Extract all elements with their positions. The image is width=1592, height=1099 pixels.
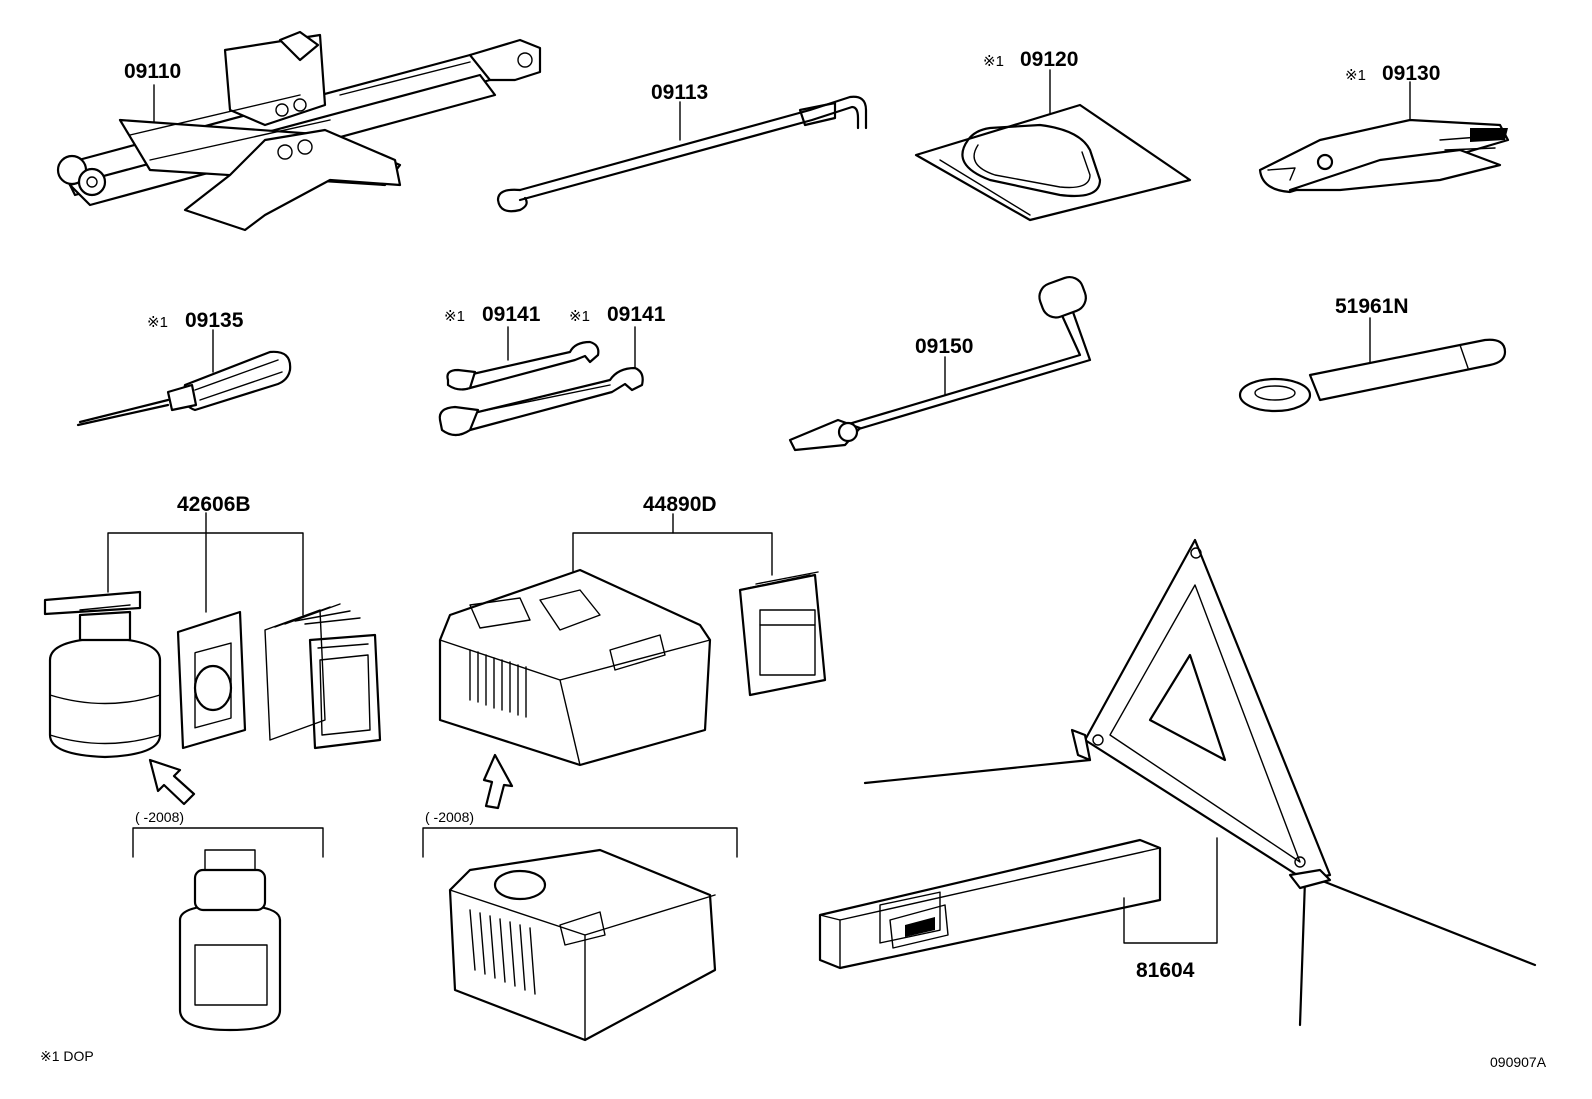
part-number-screwdriver: 09135 — [185, 309, 244, 332]
part-number-jack: 09110 — [124, 60, 181, 83]
part-number-jack-handle: 09113 — [651, 81, 708, 104]
part-number-tool-bag: 09120 — [1020, 48, 1078, 71]
part-number-repair-kit-a: 42606B — [177, 493, 251, 516]
figure-code: 090907A — [1490, 1054, 1547, 1070]
sealant-bottle-variant — [178, 849, 282, 1032]
scissor-jack — [56, 30, 542, 232]
dop-prefix-wrench-b: ※1 — [569, 308, 590, 325]
arrow-icon — [148, 758, 196, 806]
part-number-wrench-a: 09141 — [482, 303, 541, 326]
part-number-lug-wrench: 09150 — [915, 335, 973, 358]
tire-repair-kit-a — [43, 512, 382, 759]
tool-bag — [914, 69, 1192, 222]
footnote-dop: ※1 DOP — [40, 1048, 94, 1064]
dop-prefix-tool-bag: ※1 — [983, 53, 1004, 70]
range-kit-b: ( -2008) — [425, 809, 474, 825]
dop-prefix-screwdriver: ※1 — [147, 314, 168, 331]
compressor-variant — [448, 848, 717, 1042]
part-number-towing-eye: 51961N — [1335, 295, 1409, 318]
bracket-kit-a — [132, 827, 324, 858]
screwdriver — [76, 329, 292, 427]
wrenches — [438, 326, 644, 437]
pliers — [1258, 81, 1510, 194]
bracket-kit-b — [422, 827, 738, 858]
lug-wrench — [788, 276, 1092, 452]
part-number-warning-triangle: 81604 — [1136, 959, 1195, 982]
jack-handle — [496, 95, 868, 213]
warning-triangle — [818, 538, 1537, 1027]
part-number-wrench-b: 09141 — [607, 303, 666, 326]
dop-prefix-wrench-a: ※1 — [444, 308, 465, 325]
arrow-icon — [482, 753, 514, 810]
tire-repair-kit-b — [438, 513, 827, 767]
range-kit-a: ( -2008) — [135, 809, 184, 825]
part-number-repair-kit-b: 44890D — [643, 493, 717, 516]
dop-prefix-pliers: ※1 — [1345, 67, 1366, 84]
part-number-pliers: 09130 — [1382, 62, 1440, 85]
towing-eye — [1238, 317, 1507, 413]
